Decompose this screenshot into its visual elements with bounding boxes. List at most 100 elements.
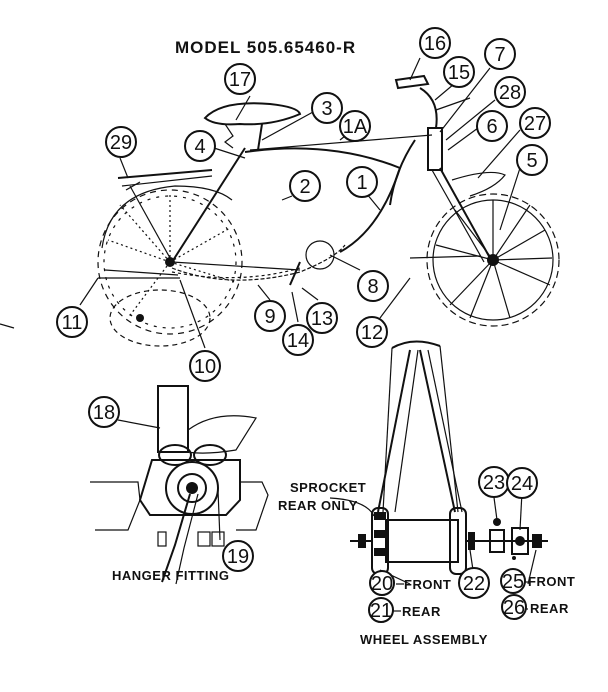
callout-12: 12 xyxy=(356,316,388,348)
callout-number: 23 xyxy=(483,472,505,494)
callout-number: 1A xyxy=(343,116,368,138)
model-title: MODEL 505.65460-R xyxy=(175,38,356,57)
callout-29: 29 xyxy=(105,126,137,158)
callout-17: 17 xyxy=(224,63,256,95)
callout-11: 11 xyxy=(56,306,88,338)
callout-13: 13 xyxy=(306,302,338,334)
callout-circle xyxy=(356,316,388,348)
wheel-hub-drawing xyxy=(350,340,548,575)
callout-circle xyxy=(306,302,338,334)
callout-number: 3 xyxy=(321,98,332,120)
callout-circle xyxy=(56,306,88,338)
callout-16: 16 xyxy=(419,27,451,59)
callout-1a: 1A xyxy=(339,110,371,142)
callout-2: 2 xyxy=(289,170,321,202)
callout-number: 25 xyxy=(502,571,524,593)
front-label-25: FRONT xyxy=(528,574,575,589)
callout-circle xyxy=(476,110,508,142)
callout-circle xyxy=(369,570,395,596)
callout-circle xyxy=(254,300,286,332)
callout-circle xyxy=(184,130,216,162)
callout-10: 10 xyxy=(189,350,221,382)
callout-circle xyxy=(88,396,120,428)
callout-number: 18 xyxy=(93,402,115,424)
front-label-20: FRONT xyxy=(404,577,451,592)
callout-number: 22 xyxy=(463,573,485,595)
callout-circle xyxy=(368,597,394,623)
callout-6: 6 xyxy=(476,110,508,142)
callout-20: 20 xyxy=(369,570,395,596)
callout-circle xyxy=(506,467,538,499)
callout-circle xyxy=(500,568,526,594)
callout-number: 24 xyxy=(511,473,533,495)
callout-25: 25 xyxy=(500,568,526,594)
callout-8: 8 xyxy=(357,270,389,302)
sprocket-label-line1: SPROCKET xyxy=(290,480,366,495)
callout-circle xyxy=(419,27,451,59)
callout-number: 20 xyxy=(371,573,393,595)
callout-18: 18 xyxy=(88,396,120,428)
callout-number: 27 xyxy=(524,113,546,135)
callout-circle xyxy=(484,38,516,70)
callout-circle xyxy=(519,107,551,139)
callout-22: 22 xyxy=(458,567,490,599)
callout-number: 10 xyxy=(194,356,216,378)
callout-circle xyxy=(339,110,371,142)
callout-circle xyxy=(357,270,389,302)
callout-number: 14 xyxy=(287,330,309,352)
callout-circle xyxy=(222,540,254,572)
callout-24: 24 xyxy=(506,467,538,499)
callout-1: 1 xyxy=(346,166,378,198)
callout-number: 16 xyxy=(424,33,446,55)
callout-number: 13 xyxy=(311,308,333,330)
callout-9: 9 xyxy=(254,300,286,332)
callout-circle xyxy=(494,76,526,108)
callout-number: 17 xyxy=(229,69,251,91)
callout-circle xyxy=(516,144,548,176)
callout-4: 4 xyxy=(184,130,216,162)
callout-circle xyxy=(289,170,321,202)
callout-15: 15 xyxy=(443,56,475,88)
callout-number: 6 xyxy=(486,116,497,138)
rear-label-26: REAR xyxy=(530,601,569,616)
callout-19: 19 xyxy=(222,540,254,572)
callout-circle xyxy=(311,92,343,124)
callout-23: 23 xyxy=(478,466,510,498)
callout-number: 29 xyxy=(110,132,132,154)
callout-circle xyxy=(282,324,314,356)
callout-number: 12 xyxy=(361,322,383,344)
callout-circle xyxy=(501,594,527,620)
hanger-fitting-drawing xyxy=(90,385,269,585)
wheel-assembly-label: WHEEL ASSEMBLY xyxy=(360,632,488,647)
callout-number: 8 xyxy=(367,276,378,298)
callout-number: 11 xyxy=(62,312,83,334)
callout-number: 7 xyxy=(494,44,505,66)
callout-circle xyxy=(346,166,378,198)
callout-number: 9 xyxy=(264,306,275,328)
callout-circle xyxy=(105,126,137,158)
hanger-fitting-label: HANGER FITTING xyxy=(112,568,230,583)
callout-number: 1 xyxy=(356,172,367,194)
callout-number: 19 xyxy=(227,546,249,568)
leader-lines xyxy=(79,57,521,541)
bicycle-drawing xyxy=(97,74,560,347)
callout-circle xyxy=(443,56,475,88)
callout-26: 26 xyxy=(501,594,527,620)
rear-label-21: REAR xyxy=(402,604,441,619)
callout-number: 26 xyxy=(503,597,525,619)
callout-7: 7 xyxy=(484,38,516,70)
callout-circle xyxy=(189,350,221,382)
callout-5: 5 xyxy=(516,144,548,176)
callout-circle xyxy=(458,567,490,599)
callout-circle xyxy=(224,63,256,95)
callout-number: 15 xyxy=(448,62,470,84)
callout-27: 27 xyxy=(519,107,551,139)
sprocket-label-line2: REAR ONLY xyxy=(278,498,358,513)
callout-number: 21 xyxy=(370,600,392,622)
callout-number: 2 xyxy=(299,176,310,198)
callout-3: 3 xyxy=(311,92,343,124)
callout-28: 28 xyxy=(494,76,526,108)
